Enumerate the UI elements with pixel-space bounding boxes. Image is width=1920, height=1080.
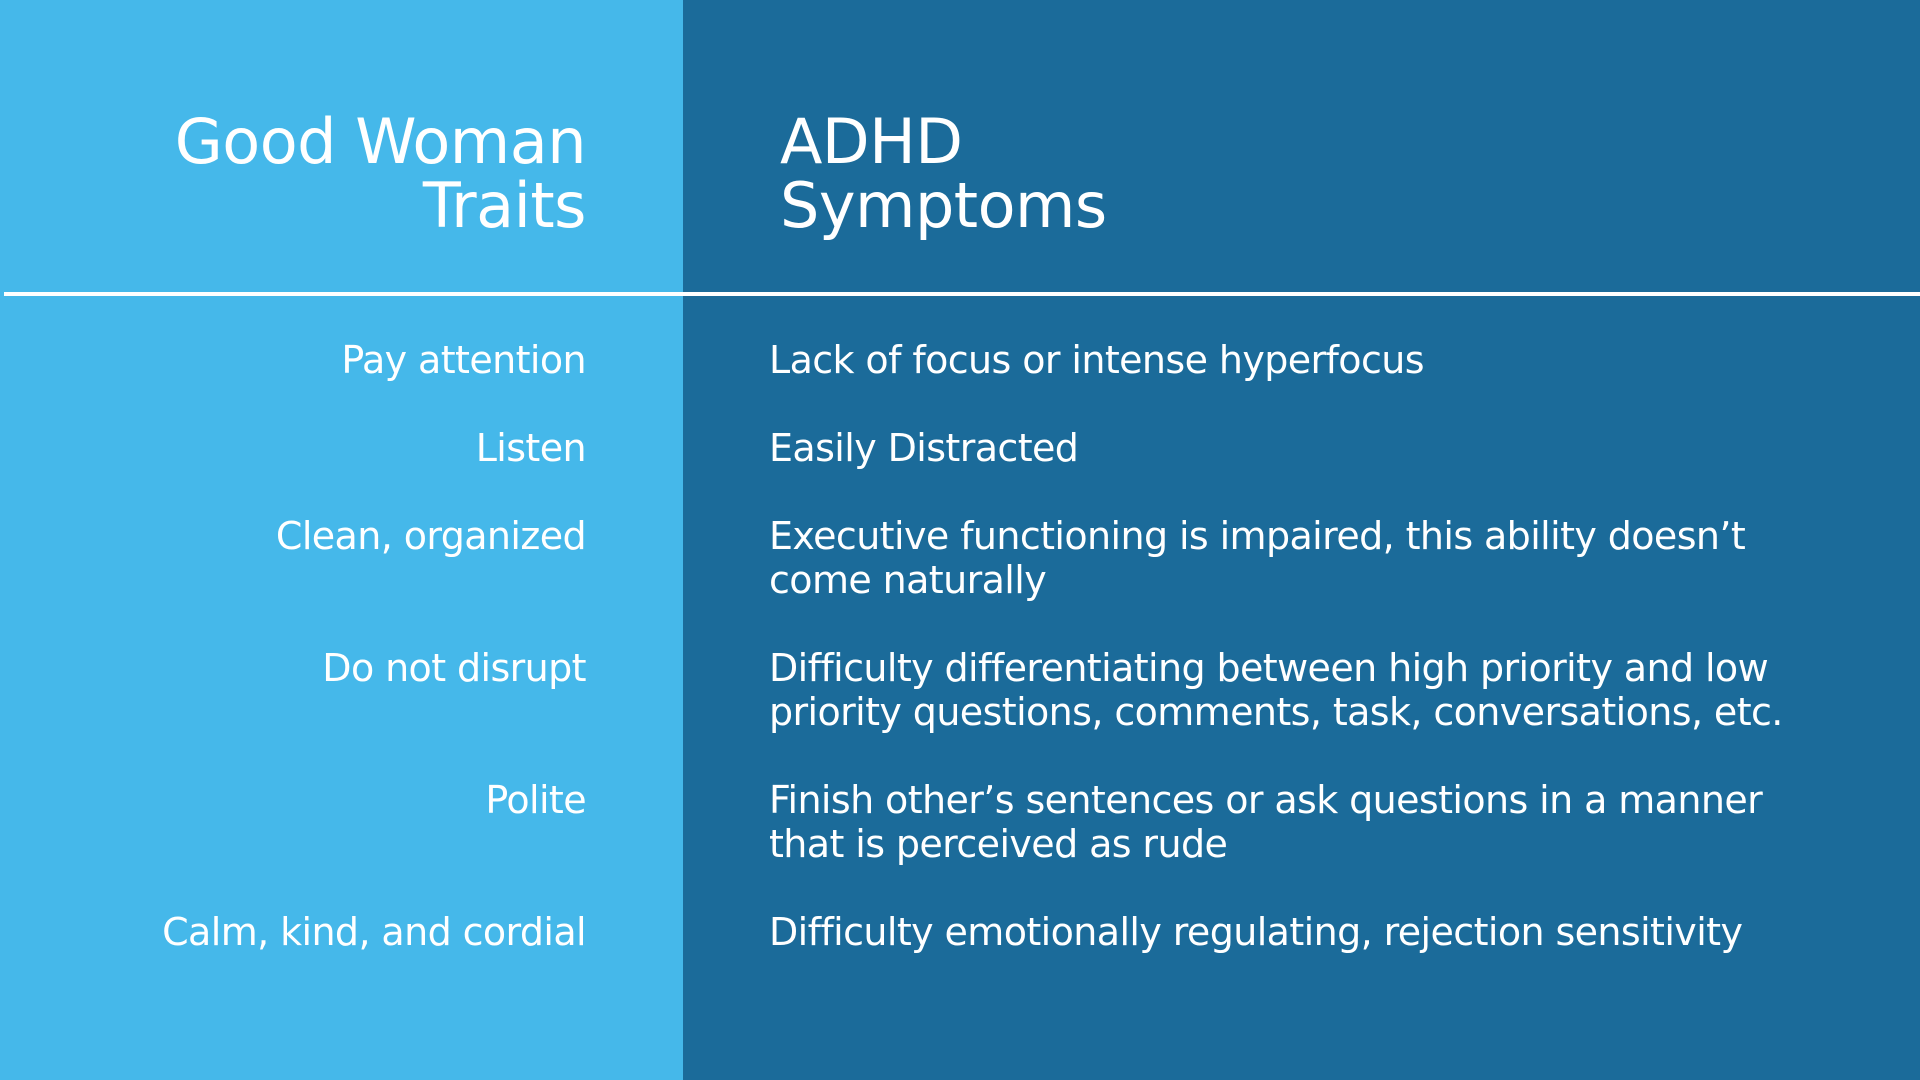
right-header-line-2: Symptoms	[780, 169, 1107, 242]
symptom-row-4: Difficulty differentiating between high …	[769, 646, 1783, 734]
trait-row-5: Polite	[485, 778, 586, 822]
trait-row-2: Listen	[475, 426, 587, 470]
trait-row-1: Pay attention	[341, 338, 586, 382]
symptom-row-5: Finish other’s sentences or ask question…	[769, 778, 1763, 866]
right-column-panel	[683, 0, 1920, 1080]
right-column-header: ADHD Symptoms	[780, 110, 1480, 238]
left-column-panel	[0, 0, 683, 1080]
symptom-row-3: Executive functioning is impaired, this …	[769, 514, 1746, 602]
left-header-line-1: Good Woman	[174, 105, 587, 178]
symptom-row-6: Difficulty emotionally regulating, rejec…	[769, 910, 1743, 954]
header-divider	[4, 292, 1920, 296]
symptom-row-2: Easily Distracted	[769, 426, 1079, 470]
left-header-line-2: Traits	[422, 169, 587, 242]
symptom-row-1: Lack of focus or intense hyperfocus	[769, 338, 1425, 382]
trait-row-3: Clean, organized	[275, 514, 587, 558]
right-header-line-1: ADHD	[780, 105, 963, 178]
trait-row-6: Calm, kind, and cordial	[162, 910, 586, 954]
left-column-header: Good Woman Traits	[26, 105, 587, 242]
trait-row-4: Do not disrupt	[322, 646, 586, 690]
